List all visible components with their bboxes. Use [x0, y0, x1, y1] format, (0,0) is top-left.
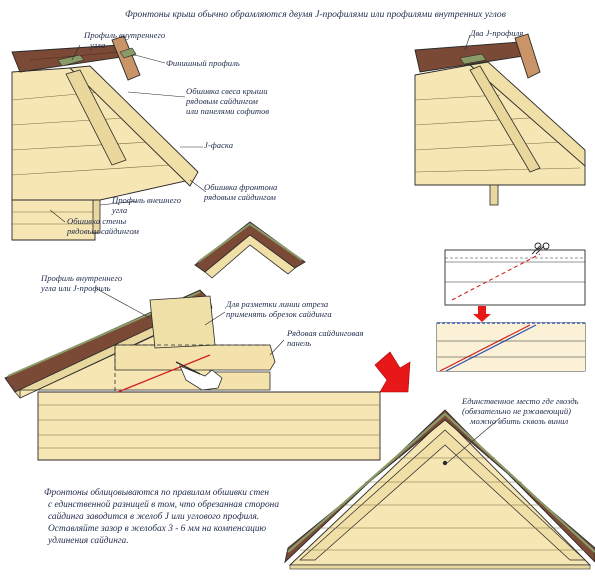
leaders-figure-1	[49, 44, 207, 223]
label-wall-cover: Обшивка стены рядовым сайдингом	[66, 216, 139, 236]
label-two-j: Два J-профиля	[469, 28, 523, 38]
nail-icon	[442, 460, 448, 466]
label-gable-cover: Обшивка фронтона рядовым сайдингом	[203, 182, 279, 202]
label-inside-or-j: Профиль внутреннего угла или J-профиль	[40, 273, 124, 293]
figure-panel-cut	[436, 242, 586, 372]
label-marking: Для разметки линии отреза применять обре…	[225, 299, 332, 319]
figure-roof-ridge	[194, 221, 306, 279]
figure-gable-bottom	[284, 409, 595, 570]
hand-pencil-icon	[175, 361, 223, 391]
footer-note: Фронтоны облицовываются по правилам обши…	[44, 487, 281, 546]
label-nail-note: Единственное место где гвоздь (обязатель…	[461, 396, 581, 426]
leaders-figure-4	[94, 287, 285, 356]
label-inside-corner: Профиль внутреннего угла	[83, 30, 167, 50]
label-finish-profile: Финишный профиль	[166, 58, 240, 68]
figure-gable-two-j	[414, 33, 586, 206]
scissors-icon	[531, 242, 550, 255]
label-j-chamfer: J-фаска	[204, 140, 233, 150]
diagram-header: Фронтоны крыш обычно обрамляются двумя J…	[125, 9, 506, 20]
label-outside-corner: Профиль внешнего угла	[111, 195, 183, 215]
figure-siding-cutting	[4, 289, 381, 461]
label-eave-cover: Обшивка свеса крыши рядовым сайдингом ил…	[185, 86, 270, 116]
label-row-panel: Рядовая сайдинговая панель	[286, 328, 366, 348]
figure-gable-corner-left	[11, 35, 199, 241]
red-arrow-icon	[374, 351, 411, 393]
